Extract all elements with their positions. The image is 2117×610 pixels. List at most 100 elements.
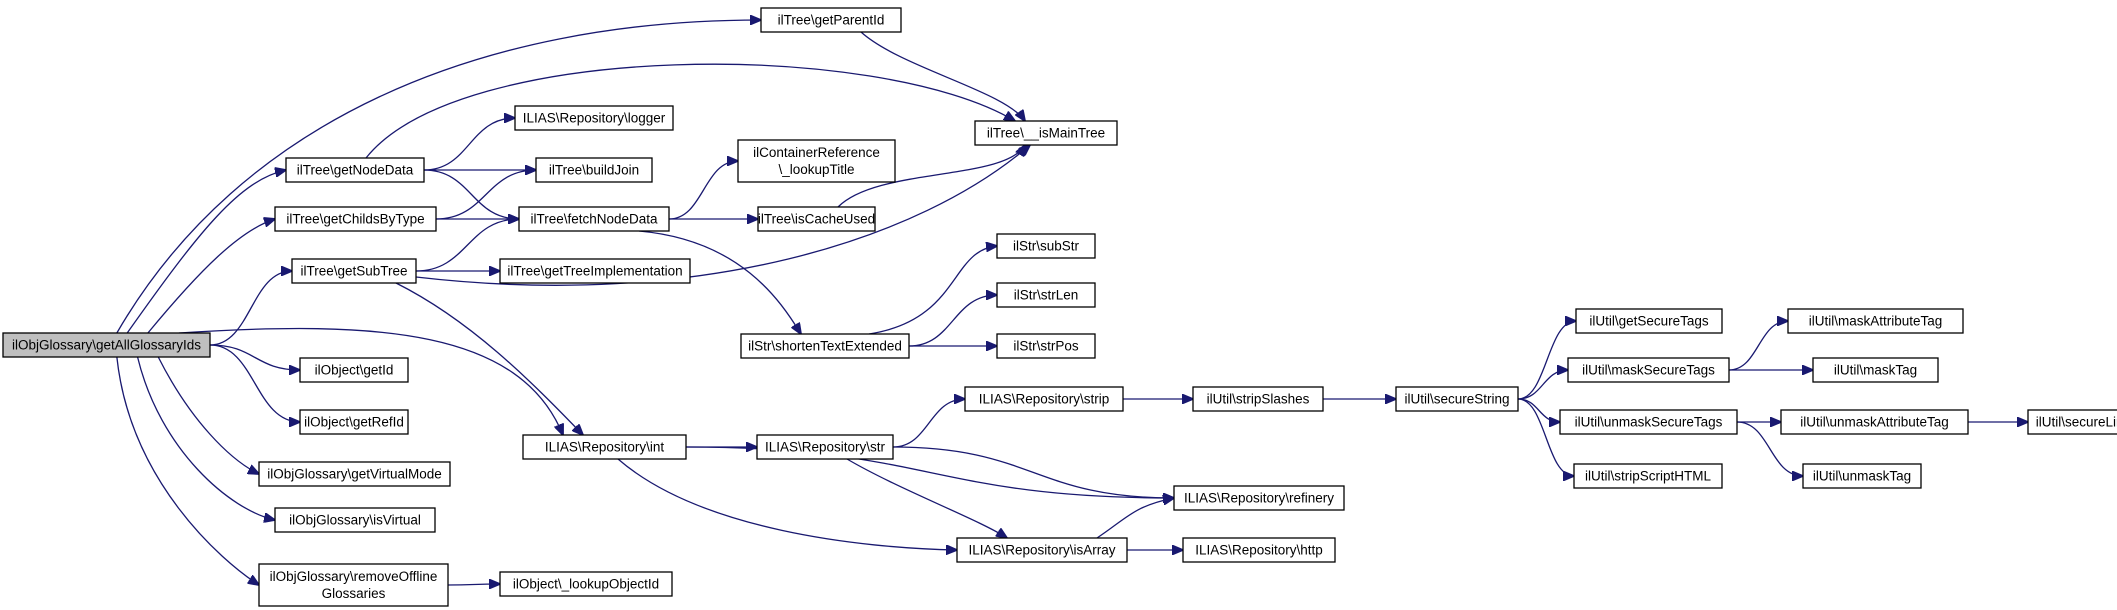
node-isArray[interactable]: ILIAS\Repository\isArray <box>956 537 1128 563</box>
node-secureLink[interactable]: ilUtil\secureLink <box>2027 409 2117 435</box>
node-lookupTitle[interactable]: ilContainerReference \_lookupTitle <box>737 139 896 183</box>
node-box <box>737 139 896 183</box>
node-stripScriptHTML[interactable]: ilUtil\stripScriptHTML <box>1573 463 1723 489</box>
node-box <box>1812 357 1939 383</box>
node-getNodeData[interactable]: ilTree\getNodeData <box>285 157 425 183</box>
node-box <box>740 333 910 359</box>
node-getTreeImpl[interactable]: ilTree\getTreeImplementation <box>499 258 691 284</box>
node-label: ilObjGlossary\getVirtualMode <box>267 467 442 482</box>
edge-repoStr-to-refinery <box>892 446 1174 498</box>
edge-root-to-getParentId <box>116 20 761 334</box>
node-label: ilTree\getChildsByType <box>286 212 424 227</box>
node-box <box>974 120 1118 146</box>
node-label: ilObjGlossary\isVirtual <box>289 513 421 528</box>
nodes-layer: ilObjGlossary\getAllGlossaryIds ilTree\ge… <box>2 7 2117 607</box>
edge-getNodeData-to-logger <box>423 118 515 171</box>
node-isCacheUsed[interactable]: ilTree\isCacheUsed <box>757 206 876 232</box>
edge-getChildsByType-to-buildJoin <box>435 170 536 220</box>
node-isMainTree[interactable]: ilTree\__isMainTree <box>974 120 1118 146</box>
edge-maskSecureTags-to-maskAttributeTag <box>1728 321 1788 371</box>
node-getChildsByType[interactable]: ilTree\getChildsByType <box>274 206 437 232</box>
node-getSubTree[interactable]: ilTree\getSubTree <box>291 258 417 284</box>
node-getId[interactable]: ilObject\getId <box>299 357 409 383</box>
edge-getNodeData-to-fetchNodeData <box>423 169 519 219</box>
node-box <box>1575 308 1723 334</box>
node-label: ilTree\isCacheUsed <box>758 212 875 227</box>
edge-getSubTree-to-repoInt <box>395 282 583 435</box>
node-secureString[interactable]: ilUtil\secureString <box>1395 386 1519 412</box>
node-label: ILIAS\Repository\int <box>545 440 665 455</box>
node-box <box>499 571 673 597</box>
node-box <box>956 537 1128 563</box>
node-box <box>760 7 902 33</box>
node-repoInt[interactable]: ILIAS\Repository\int <box>522 434 687 460</box>
node-unmaskTag[interactable]: ilUtil\unmaskTag <box>1802 463 1922 489</box>
node-label: ilContainerReference <box>753 145 880 160</box>
edge-repoStr-to-strip <box>892 399 965 448</box>
node-getVirtualMode[interactable]: ilObjGlossary\getVirtualMode <box>258 461 451 487</box>
edge-getSubTree-to-fetchNodeData <box>415 219 519 272</box>
edge-secureString-to-maskSecureTags <box>1517 370 1568 400</box>
node-buildJoin[interactable]: ilTree\buildJoin <box>535 157 653 183</box>
edge-root-to-repoInt <box>178 327 563 435</box>
node-label: \_lookupTitle <box>778 162 854 177</box>
node-label: ilTree\getNodeData <box>297 163 414 178</box>
node-shortenText[interactable]: ilStr\shortenTextExtended <box>740 333 910 359</box>
edge-shortenText-to-subStr <box>868 246 997 335</box>
node-label: ilObject\getId <box>315 363 394 378</box>
edge-repoStr-to-isArray <box>846 458 1007 538</box>
node-maskTag[interactable]: ilUtil\maskTag <box>1812 357 1939 383</box>
node-label: ilUtil\maskSecureTags <box>1582 363 1715 378</box>
node-root[interactable]: ilObjGlossary\getAllGlossaryIds <box>2 332 211 358</box>
edge-root-to-getId <box>209 344 300 370</box>
node-label: Glossaries <box>322 586 386 601</box>
node-lookupObjectId[interactable]: ilObject\_lookupObjectId <box>499 571 673 597</box>
node-strPos[interactable]: ilStr\strPos <box>996 333 1096 359</box>
node-label: ilTree\__isMainTree <box>987 126 1105 141</box>
node-box <box>2 332 211 358</box>
edge-root-to-getChildsByType <box>147 219 275 334</box>
node-unmaskSecureTags[interactable]: ilUtil\unmaskSecureTags <box>1559 409 1738 435</box>
node-label: ILIAS\Repository\logger <box>523 111 666 126</box>
edge-root-to-getSubTree <box>209 271 292 346</box>
node-repoStr[interactable]: ILIAS\Repository\str <box>756 434 894 460</box>
node-box <box>258 461 451 487</box>
node-http[interactable]: ILIAS\Repository\http <box>1182 537 1336 563</box>
node-label: ilTree\fetchNodeData <box>530 212 658 227</box>
node-logger[interactable]: ILIAS\Repository\logger <box>514 105 674 131</box>
node-box <box>1559 409 1738 435</box>
node-box <box>1573 463 1723 489</box>
node-strip[interactable]: ILIAS\Repository\strip <box>964 386 1124 412</box>
edge-getNodeData-to-isMainTree <box>365 63 1015 159</box>
node-label: ilObjGlossary\getAllGlossaryIds <box>12 338 201 353</box>
node-strLen[interactable]: ilStr\strLen <box>996 282 1096 308</box>
node-unmaskAttributeTag[interactable]: ilUtil\unmaskAttributeTag <box>1780 409 1969 435</box>
node-fetchNodeData[interactable]: ilTree\fetchNodeData <box>518 206 670 232</box>
edge-root-to-getNodeData <box>126 170 286 334</box>
node-box <box>1173 485 1345 511</box>
edge-root-to-isVirtual <box>136 356 275 520</box>
node-refinery[interactable]: ILIAS\Repository\refinery <box>1173 485 1345 511</box>
node-getParentId[interactable]: ilTree\getParentId <box>760 7 902 33</box>
node-subStr[interactable]: ilStr\subStr <box>996 233 1096 259</box>
node-maskSecureTags[interactable]: ilUtil\maskSecureTags <box>1567 357 1730 383</box>
node-label: ILIAS\Repository\strip <box>979 392 1110 407</box>
node-label: ilObjGlossary\removeOffline <box>270 569 438 584</box>
node-box <box>274 206 437 232</box>
node-label: ILIAS\Repository\http <box>1195 543 1323 558</box>
node-label: ilUtil\unmaskSecureTags <box>1575 415 1723 430</box>
node-isVirtual[interactable]: ilObjGlossary\isVirtual <box>274 507 436 533</box>
edge-root-to-getRefId <box>209 344 300 422</box>
node-getSecureTags[interactable]: ilUtil\getSecureTags <box>1575 308 1723 334</box>
node-maskAttributeTag[interactable]: ilUtil\maskAttributeTag <box>1787 308 1964 334</box>
node-label: ILIAS\Repository\refinery <box>1184 491 1334 506</box>
node-label: ilUtil\getSecureTags <box>1589 314 1709 329</box>
node-stripSlashes[interactable]: ilUtil\stripSlashes <box>1192 386 1324 412</box>
node-getRefId[interactable]: ilObject\getRefId <box>299 409 409 435</box>
node-label: ilUtil\unmaskTag <box>1813 469 1911 484</box>
node-label: ilObject\getRefId <box>304 415 404 430</box>
edge-getSubTree-to-isMainTree <box>415 145 1030 286</box>
node-box <box>996 233 1096 259</box>
